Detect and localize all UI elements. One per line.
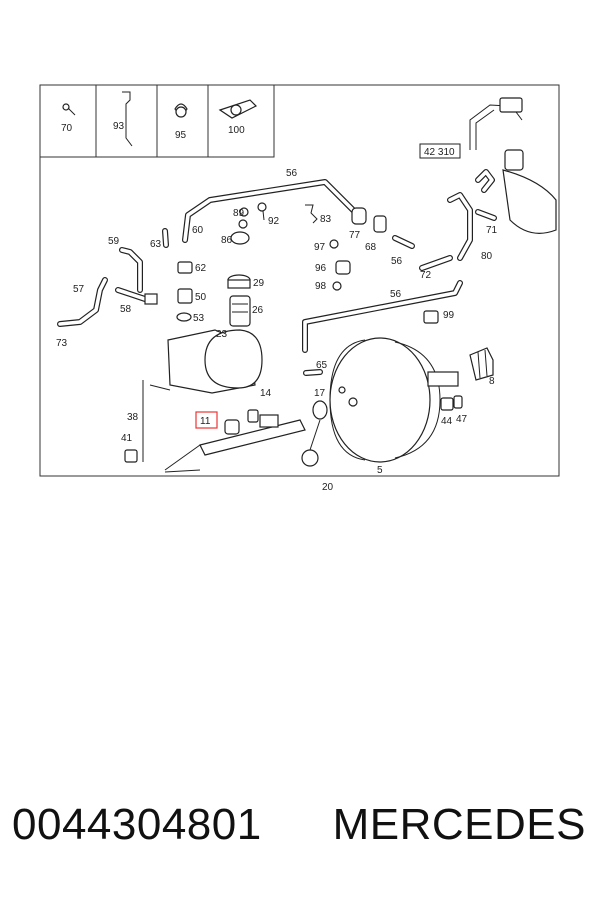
legend-strip: 70 93 95 100 [39,84,275,158]
reservoir-cap-29 [227,274,251,289]
callout-60: 60 [192,225,204,236]
callout-26: 26 [252,305,264,316]
callout-8: 8 [489,376,495,387]
callout-77: 77 [349,230,361,241]
exploded-parts-diagram: 70 93 95 100 56 89 92 86 83 60 [39,84,560,493]
cap-nut-62 [177,261,193,274]
bracket-38 [142,380,171,462]
bracket-icon [122,91,133,147]
callout-56-mid: 56 [391,256,403,267]
legend-label-95: 95 [175,130,187,141]
callout-47: 47 [456,414,468,425]
fitting-97-96-98 [329,239,351,291]
seal-17 [312,400,328,420]
callout-41: 41 [121,433,133,444]
cylinder-body [199,409,306,456]
hose-57 [57,277,158,327]
callout-86: 86 [221,235,233,246]
seal-53 [176,312,192,322]
brake-line-56-long [302,280,463,353]
vacuum-hose-80 [447,169,495,261]
fitting-50 [177,288,193,304]
legend-label-93: 93 [113,121,125,132]
callout-56: 56 [286,168,298,179]
legend-label-70: 70 [61,123,73,134]
callout-62: 62 [195,263,207,274]
fitting-65 [303,369,323,376]
fitting-77-68 [351,207,415,249]
callout-73: 73 [56,338,68,349]
callout-17: 17 [314,388,326,399]
rubber-boot-8 [469,347,494,381]
brand-name: MERCEDES [332,800,586,849]
callout-92: 92 [268,216,280,227]
seal-20 [301,449,319,467]
fitting-71 [475,209,497,221]
callout-99: 99 [443,310,455,321]
part-number: 0044304801 [12,800,262,849]
callout-50: 50 [195,292,207,303]
brake-line-56-top [182,179,358,243]
cable-clip-icon [218,99,258,119]
callout-68: 68 [365,242,377,253]
callout-58: 58 [120,304,132,315]
callout-80: 80 [481,251,493,262]
callout-14: 14 [260,388,272,399]
screw-41 [124,449,138,463]
callout-5: 5 [377,465,383,476]
nuts-44-47 [440,395,463,411]
clamp-icon [174,103,188,118]
callout-44: 44 [441,416,453,427]
callout-72: 72 [420,270,432,281]
brake-booster [329,337,459,463]
filter-26 [229,295,251,327]
callout-83: 83 [320,214,332,225]
master-cylinder [167,329,263,394]
fitting-cluster [230,202,318,245]
screw-icon [62,103,76,116]
callout-53: 53 [193,313,205,324]
callout-98: 98 [315,281,327,292]
callout-38: 38 [127,412,139,423]
fitting-72 [419,255,453,271]
svg-text:11: 11 [200,416,211,427]
callout-65: 65 [316,360,328,371]
legend-label-100: 100 [228,125,245,136]
hose-59 [119,228,169,293]
clip-99 [423,310,439,324]
callout-57: 57 [73,284,85,295]
callout-96: 96 [315,263,327,274]
callout-29: 29 [253,278,265,289]
callout-89: 89 [233,208,245,219]
callout-97: 97 [314,242,326,253]
sensor-wiring [469,97,557,234]
callout-71: 71 [486,225,498,236]
callout-59: 59 [108,236,120,247]
svg-text:42 310: 42 310 [424,147,455,158]
callout-20: 20 [322,482,334,493]
callout-23: 23 [216,329,228,340]
highlighted-part-11: 11 [195,411,218,429]
footer: 0044304801 MERCEDES [0,800,600,860]
ref-box: 42 310 [419,143,461,159]
callout-63: 63 [150,239,162,250]
callout-56-long: 56 [390,289,402,300]
